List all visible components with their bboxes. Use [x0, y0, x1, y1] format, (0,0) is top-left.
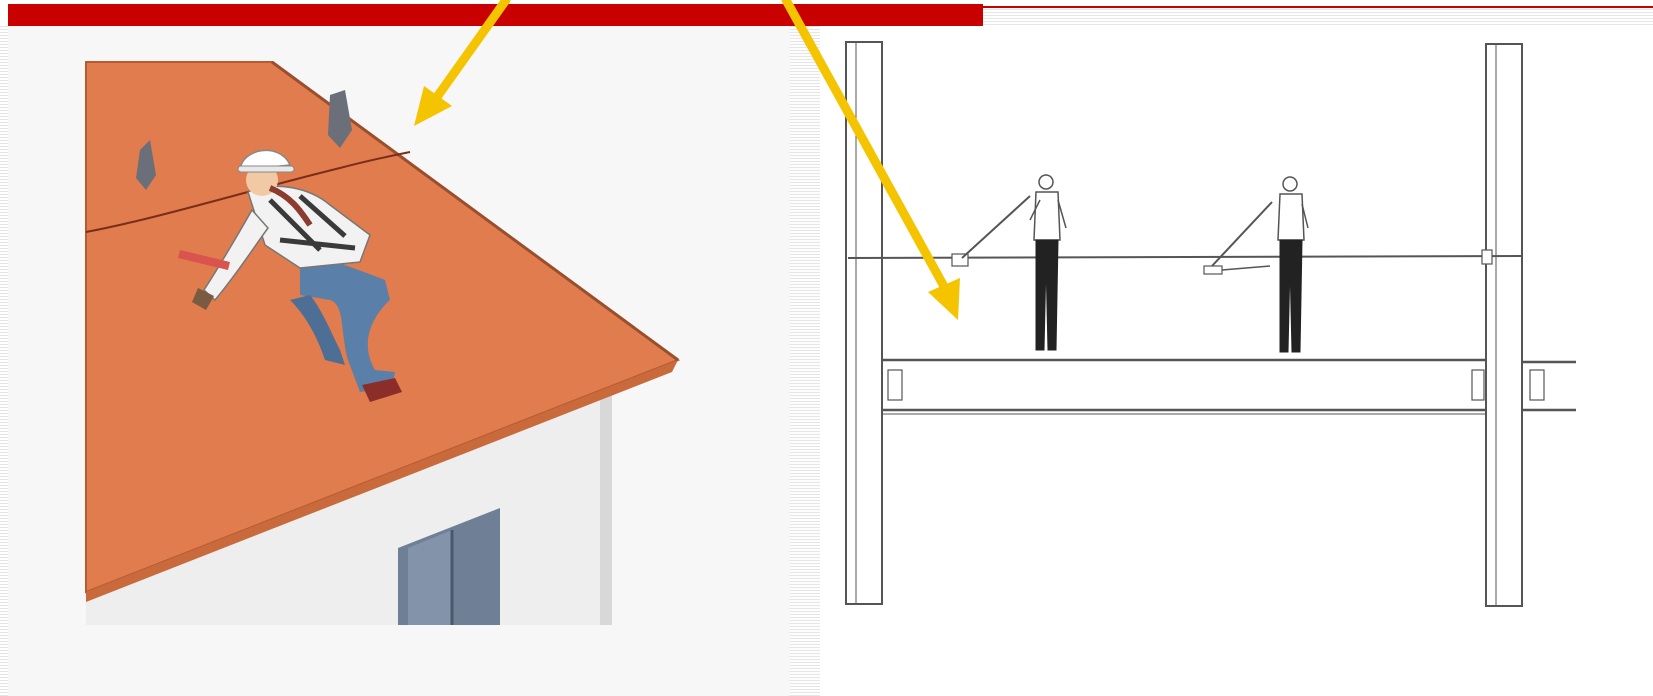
- arrow-to-roof-anchor: [414, 0, 506, 126]
- wall-shadow: [600, 376, 612, 625]
- steel-beam-icon: [882, 360, 1576, 414]
- lifeline-icon: [848, 250, 1522, 274]
- standing-worker-icon: [1212, 177, 1308, 352]
- roof-scene: [86, 62, 678, 625]
- steel-column-icon: [1486, 44, 1522, 606]
- beam-scene: [846, 42, 1576, 606]
- standing-worker-icon: [962, 175, 1066, 350]
